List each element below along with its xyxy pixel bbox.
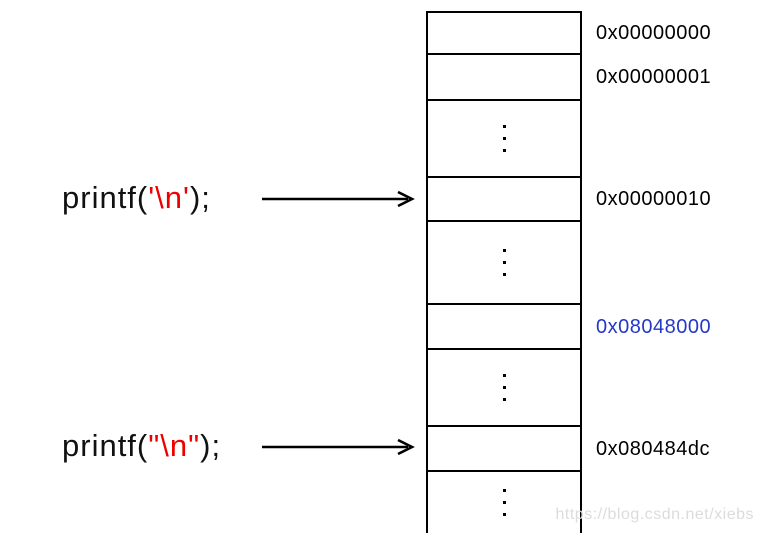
code-prefix: printf( [62,180,149,215]
memory-ellipsis-row [428,222,580,305]
memory-ellipsis-row [428,472,580,533]
memory-ellipsis-row [428,101,580,178]
dot [502,386,506,389]
address-label-highlighted: 0x08048000 [596,315,712,338]
address-label: 0x00000010 [596,188,712,210]
memory-cell-row: 0x080484dc [428,427,709,472]
dot [502,501,506,504]
code-suffix: ); [189,180,211,215]
printf-double-quote-label: printf("\n"); [62,428,221,464]
memory-table: 0x00000000 0x00000001 0x00000010 0x08048… [426,11,711,533]
right-arrow-icon [262,190,415,208]
memory-cell-row-highlighted: 0x08048000 [428,305,711,350]
code-prefix: printf( [62,428,149,463]
memory-cell-row: 0x00000000 [428,13,711,55]
dot [502,137,506,140]
dot [502,273,506,276]
dot [502,374,506,377]
escape-arg-double-quoted: "\n" [148,428,201,463]
dot [502,261,506,264]
dot [502,149,506,152]
watermark-url: https://blog.csdn.net/xiebs [555,506,754,523]
dot [502,125,506,128]
dot [502,489,506,492]
right-arrow-icon [262,438,415,456]
memory-cell-row: 0x00000010 [428,178,711,222]
dot [502,513,506,516]
address-label: 0x00000000 [596,22,712,44]
address-label: 0x080484dc [596,437,710,460]
address-label: 0x00000001 [596,66,712,88]
dot [502,249,506,252]
memory-cell-row: 0x00000001 [428,55,711,101]
code-suffix: ); [200,428,222,463]
printf-single-quote-label: printf('\n'); [62,180,211,216]
escape-arg-single-quoted: '\n' [148,180,190,215]
dot [502,398,506,401]
memory-ellipsis-row [428,350,580,427]
